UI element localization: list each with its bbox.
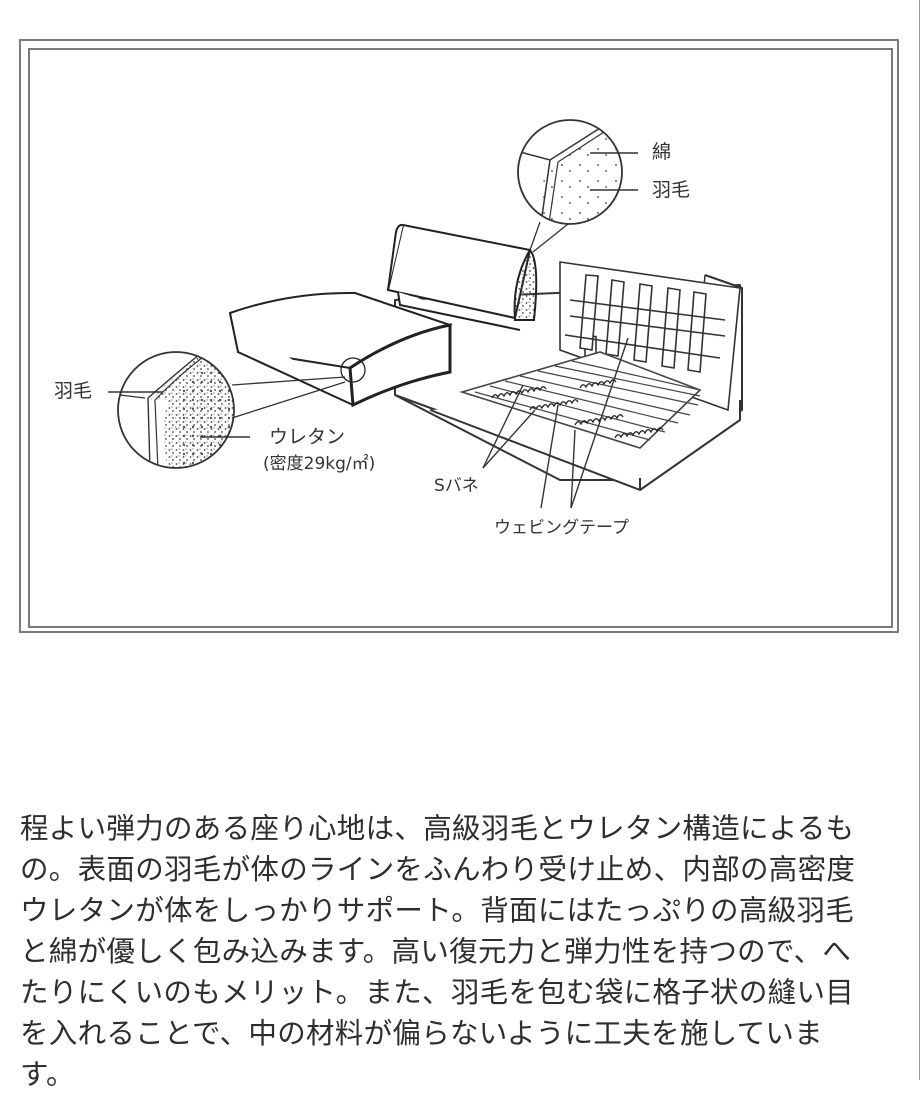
description-line: 程よい弾力のある座り心地は、高級羽毛とウレタン構造によるも xyxy=(20,812,855,845)
magnifier-seat-cushion xyxy=(108,351,346,469)
label-webbing-tape: ウェビングテープ xyxy=(494,518,629,538)
label-down-back: 羽毛 xyxy=(652,179,691,201)
description-line: と綿が優しく包み込みます。高い復元力と弾力性を持つので、へ xyxy=(20,935,852,968)
back-frame xyxy=(559,261,741,418)
description-line: の。表面の羽毛が体のラインをふんわり受け止め、内部の高密度 xyxy=(20,853,856,886)
leader-lines xyxy=(482,337,629,509)
description-line: ウレタンが体をしっかりサポート。背面にはたっぷりの高級羽毛 xyxy=(20,894,855,927)
label-cotton: 綿 xyxy=(652,141,672,163)
page-edge-divider xyxy=(919,0,920,1080)
description-line: す。 xyxy=(20,1058,75,1091)
seat-deck xyxy=(459,351,702,449)
s-springs xyxy=(491,379,664,439)
description-line: たりにくいのもメリット。また、羽毛を包む袋に格子状の縫い目 xyxy=(20,976,855,1009)
magnifier-back-cushion xyxy=(517,119,638,253)
seat-cushion xyxy=(228,291,453,408)
label-s-spring: Sバネ xyxy=(434,476,479,496)
label-down-seat: 羽毛 xyxy=(54,380,93,402)
label-urethane-density: (密度29kg/㎡) xyxy=(263,454,376,474)
diagram-frame-outer xyxy=(19,39,899,633)
sofa-structure-diagram xyxy=(108,119,743,509)
back-cushion xyxy=(386,223,538,331)
label-urethane: ウレタン xyxy=(269,426,346,448)
description-paragraph: 程よい弾力のある座り心地は、高級羽毛とウレタン構造によるも の。表面の羽毛が体の… xyxy=(20,808,900,1095)
description-line: を入れることで、中の材料が偏らないように工夫を施していま xyxy=(20,1017,823,1050)
